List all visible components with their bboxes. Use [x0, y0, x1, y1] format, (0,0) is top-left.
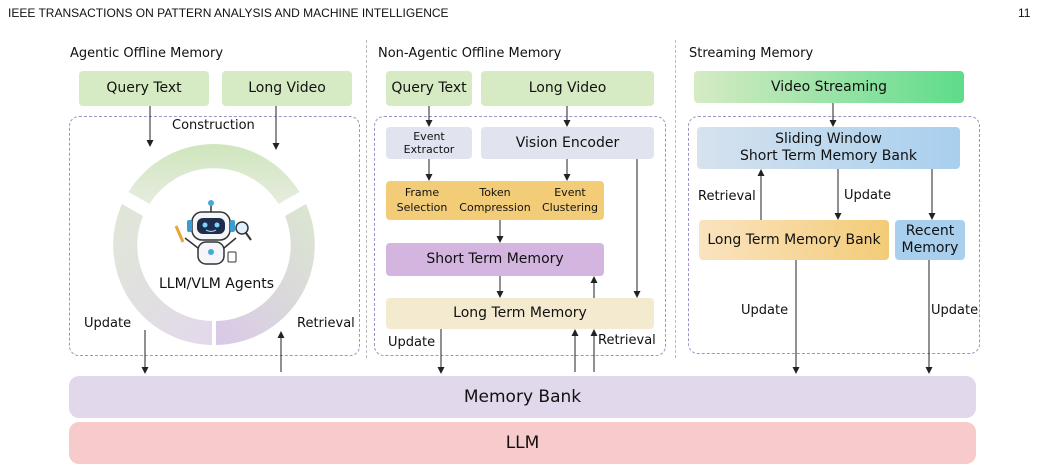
event-clustering-label: Event Clustering: [541, 186, 599, 214]
journal-header: IEEE TRANSACTIONS ON PATTERN ANALYSIS AN…: [8, 6, 449, 20]
recent-memory-box: Recent Memory: [895, 220, 965, 260]
agentic-container: [69, 116, 360, 356]
agentic-update-label: Update: [84, 316, 132, 331]
ring-segment-top: [128, 144, 300, 204]
ring-segment-right: [216, 204, 315, 345]
page-number: 11: [1018, 6, 1031, 20]
short-term-memory-box: Short Term Memory: [386, 243, 604, 276]
long-term-memory-box: Long Term Memory: [386, 298, 654, 329]
agentic-retrieval-label: Retrieval: [297, 316, 355, 331]
section-divider-1: [366, 40, 367, 358]
nonagentic-update-label: Update: [388, 335, 436, 350]
agentic-query-text-box: Query Text: [79, 71, 209, 106]
nonagentic-long-video-box: Long Video: [481, 71, 654, 106]
sliding-window-box: Sliding Window Short Term Memory Bank: [697, 127, 960, 169]
agentic-title: Agentic Offline Memory: [70, 46, 224, 61]
robot-icon: [174, 200, 252, 265]
construction-label: Construction: [172, 118, 255, 133]
non-agentic-title: Non-Agentic Offline Memory: [378, 46, 562, 61]
event-extractor-box: Event Extractor: [386, 127, 472, 159]
ring-segment-left: [113, 204, 212, 345]
nonagentic-query-text-box: Query Text: [386, 71, 472, 106]
streaming-title: Streaming Memory: [689, 46, 814, 61]
streaming-update-right-label: Update: [931, 303, 979, 318]
vision-encoder-box: Vision Encoder: [481, 127, 654, 159]
token-compression-label: Token Compression: [459, 186, 531, 214]
streaming-update-mid-label: Update: [844, 188, 892, 203]
section-divider-2: [675, 40, 676, 358]
nonagentic-retrieval-label: Retrieval: [598, 333, 656, 348]
processing-box: [386, 181, 604, 220]
long-term-bank-box: Long Term Memory Bank: [699, 220, 889, 260]
agentic-long-video-box: Long Video: [222, 71, 352, 106]
streaming-retrieval-label: Retrieval: [698, 189, 756, 204]
nonagentic-container: [374, 116, 666, 356]
video-streaming-box: Video Streaming: [694, 71, 964, 103]
frame-selection-label: Frame Selection: [396, 186, 448, 214]
agent-label: LLM/VLM Agents: [159, 276, 275, 292]
streaming-update-left-label: Update: [741, 303, 789, 318]
streaming-container: [688, 116, 980, 354]
llm-bar: LLM: [69, 422, 976, 464]
memory-bank-bar: Memory Bank: [69, 376, 976, 418]
